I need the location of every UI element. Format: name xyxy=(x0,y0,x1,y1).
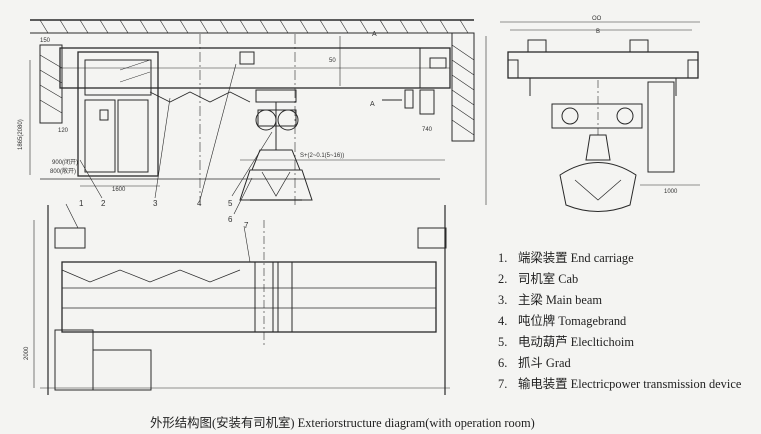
section-a-top: A xyxy=(372,31,377,38)
dim-2000: 2000 xyxy=(24,346,30,360)
callout-6: 6 xyxy=(228,215,233,224)
legend-item: 3. 主梁 Main beam xyxy=(498,290,741,311)
legend-text: 输电装置 Electricpower transmission device xyxy=(518,377,742,391)
dim-span: S+(2~0.1(5~16)) xyxy=(300,153,344,159)
dim-1600: 1600 xyxy=(112,187,126,193)
legend-text: 抓斗 Grad xyxy=(518,356,571,370)
legend-number: 2. xyxy=(498,272,508,286)
callout-3: 3 xyxy=(153,199,158,208)
dim-150: 150 xyxy=(40,38,51,44)
legend-text: 主梁 Main beam xyxy=(518,293,602,307)
dim-1865: 1865(2080) xyxy=(18,119,24,150)
callout-1: 1 xyxy=(79,199,84,208)
dim-1000: 1000 xyxy=(664,189,678,195)
diagram-caption: 外形结构图(安装有司机室) Exteriorstructure diagram(… xyxy=(150,416,535,430)
legend-number: 1. xyxy=(498,251,508,265)
front-elevation-view xyxy=(29,19,487,215)
callout-4: 4 xyxy=(197,199,202,208)
legend-item: 6. 抓斗 Grad xyxy=(498,353,741,374)
section-a-bottom: A xyxy=(370,101,375,108)
legend-number: 6. xyxy=(498,356,508,370)
side-view xyxy=(500,21,700,212)
dim-50: 50 xyxy=(329,58,336,64)
dim-740: 740 xyxy=(422,127,433,133)
legend-item: 2. 司机室 Cab xyxy=(498,269,741,290)
legend-number: 3. xyxy=(498,293,508,307)
dimension-labels: 150 120 900(闭开) 800(敞开) 1600 S+(2~0.1(5~… xyxy=(18,16,678,360)
legend-text: 司机室 Cab xyxy=(518,272,579,286)
legend-number: 7. xyxy=(498,377,508,391)
dim-B: B xyxy=(596,29,600,35)
component-legend: 1. 端梁装置 End carriage 2. 司机室 Cab 3. 主梁 Main … xyxy=(498,248,741,395)
legend-item: 7. 输电装置 Electricpower transmission device xyxy=(498,374,741,395)
legend-item: 5. 电动葫芦 Elecltichoim xyxy=(498,332,741,353)
dim-120: 120 xyxy=(58,128,69,134)
dim-900: 900(闭开) xyxy=(52,158,78,166)
plan-view xyxy=(33,203,450,395)
callout-7: 7 xyxy=(244,221,249,230)
legend-text: 电动葫芦 Elecltichoim xyxy=(518,335,634,349)
callout-2: 2 xyxy=(101,199,106,208)
callout-numbers: 1 2 3 4 5 6 7 xyxy=(79,199,249,230)
legend-text: 端梁装置 End carriage xyxy=(518,251,634,265)
legend-item: 1. 端梁装置 End carriage xyxy=(498,248,741,269)
legend-text: 吨位牌 Tomagebrand xyxy=(518,314,627,328)
callout-5: 5 xyxy=(228,199,233,208)
dim-OO: OO xyxy=(592,16,602,22)
dim-800: 800(敞开) xyxy=(50,167,76,175)
legend-number: 5. xyxy=(498,335,508,349)
legend-item: 4. 吨位牌 Tomagebrand xyxy=(498,311,741,332)
legend-number: 4. xyxy=(498,314,508,328)
